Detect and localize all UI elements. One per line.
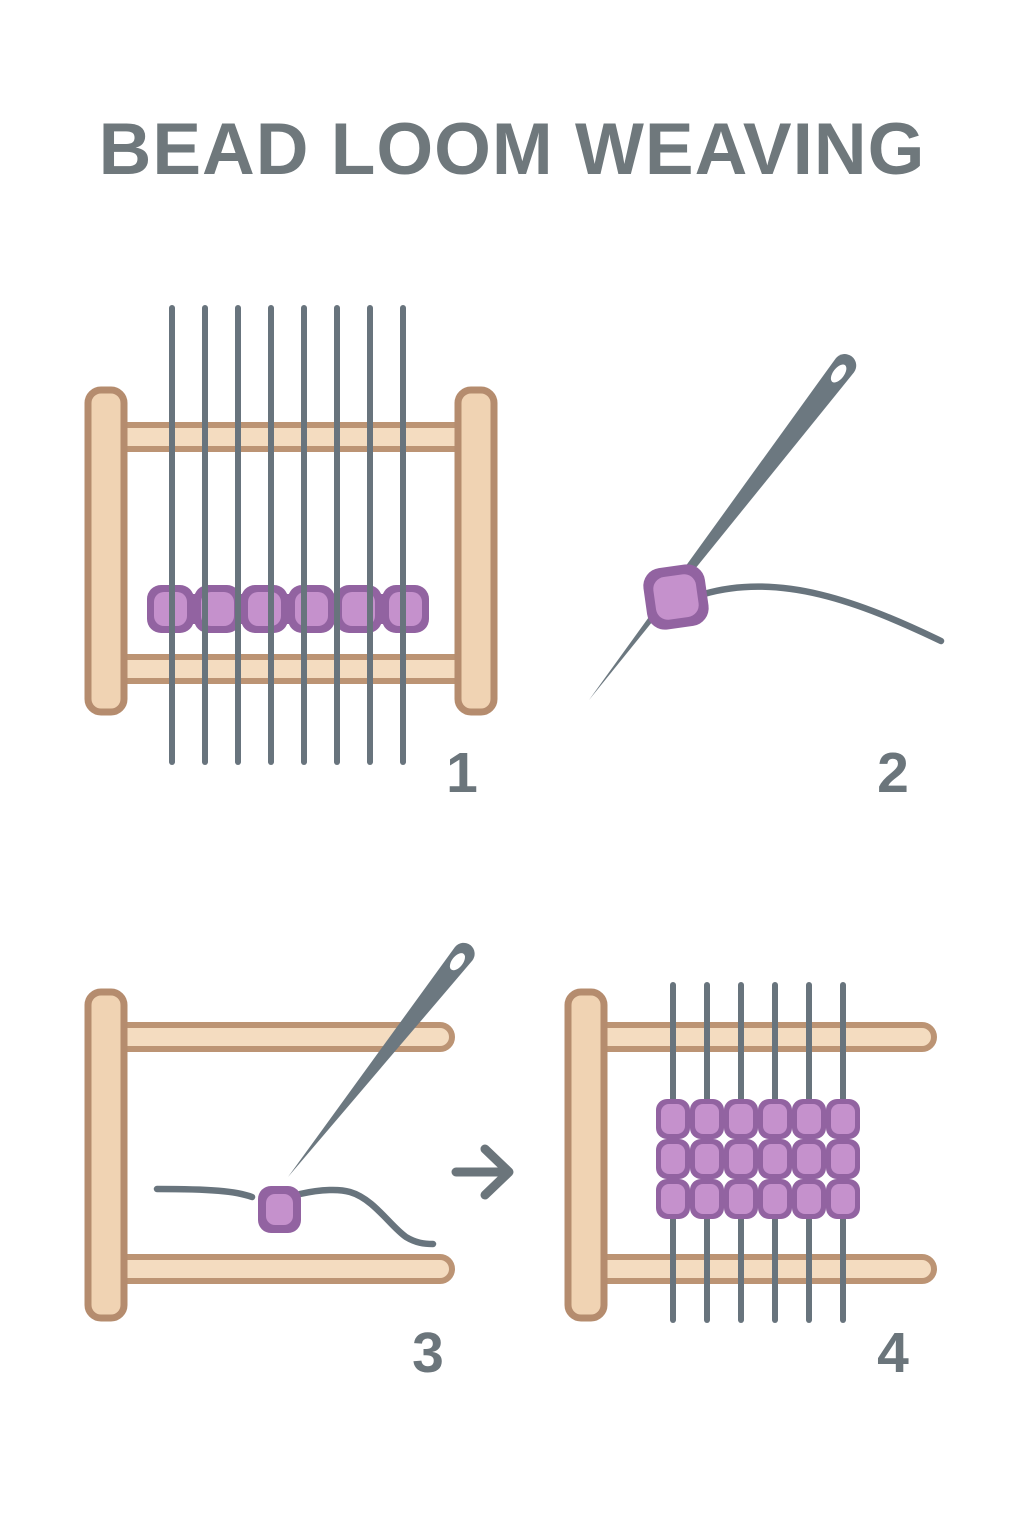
loom-bottom-bar [105, 1254, 455, 1284]
needle-eye [830, 364, 847, 383]
bead-core [797, 1184, 821, 1214]
bead-core [661, 1144, 685, 1174]
weft-thread-left [153, 1185, 256, 1201]
bead-being-woven [258, 1186, 301, 1233]
bead-core [661, 1104, 685, 1134]
step1-bead-row [147, 585, 429, 633]
bead-core [695, 1104, 719, 1134]
bead-core [831, 1104, 855, 1134]
bead-core [729, 1104, 753, 1134]
bead-core [797, 1144, 821, 1174]
step1-loom-front-view [84, 305, 498, 765]
bead-core [695, 1144, 719, 1174]
step-4-label: 4 [877, 1321, 909, 1385]
bead-core [248, 592, 281, 626]
loom-top-bar [105, 422, 471, 452]
bead-core [695, 1184, 719, 1214]
step3-weaving-side-view [84, 942, 475, 1322]
loom-bottom-bar [105, 654, 471, 684]
bead-core [763, 1104, 787, 1134]
bead-core [295, 592, 328, 626]
right-arrow-icon [451, 1144, 514, 1200]
needle-icon [288, 942, 475, 1177]
loom-bottom-bar [585, 1254, 937, 1284]
loom-left-post [84, 386, 128, 716]
step4-loom-finished-rows [564, 982, 937, 1323]
bead-core [797, 1104, 821, 1134]
step4-bead-grid [656, 1099, 860, 1219]
needle-body [288, 942, 475, 1177]
poster-title: BEAD LOOM WEAVING [98, 109, 926, 190]
bead-core [266, 1194, 293, 1225]
needle-body [589, 354, 857, 700]
bead-core [831, 1184, 855, 1214]
step-1-label: 1 [446, 741, 478, 805]
step2-needle-and-bead [589, 354, 945, 700]
arrow-step3-to-step4 [451, 1144, 514, 1200]
step1-warp-threads [169, 305, 406, 765]
bead-core [661, 1184, 685, 1214]
step-3-label: 3 [412, 1321, 444, 1385]
bead-core [763, 1144, 787, 1174]
bead-core [729, 1144, 753, 1174]
loom-right-post [454, 386, 498, 716]
weft-thread [700, 583, 945, 645]
loom-post [84, 988, 128, 1322]
bead-core [342, 592, 375, 626]
bead-core [831, 1144, 855, 1174]
loom-top-bar [585, 1022, 937, 1052]
step-2-label: 2 [877, 741, 909, 805]
weft-thread-right [296, 1186, 437, 1248]
bead-core [729, 1184, 753, 1214]
loom-post [564, 988, 608, 1322]
bead-on-needle [643, 564, 709, 630]
bead-core [653, 574, 699, 620]
bead-core [763, 1184, 787, 1214]
needle-eye [449, 953, 465, 971]
needle-icon [589, 354, 857, 700]
bead-core [201, 592, 234, 626]
